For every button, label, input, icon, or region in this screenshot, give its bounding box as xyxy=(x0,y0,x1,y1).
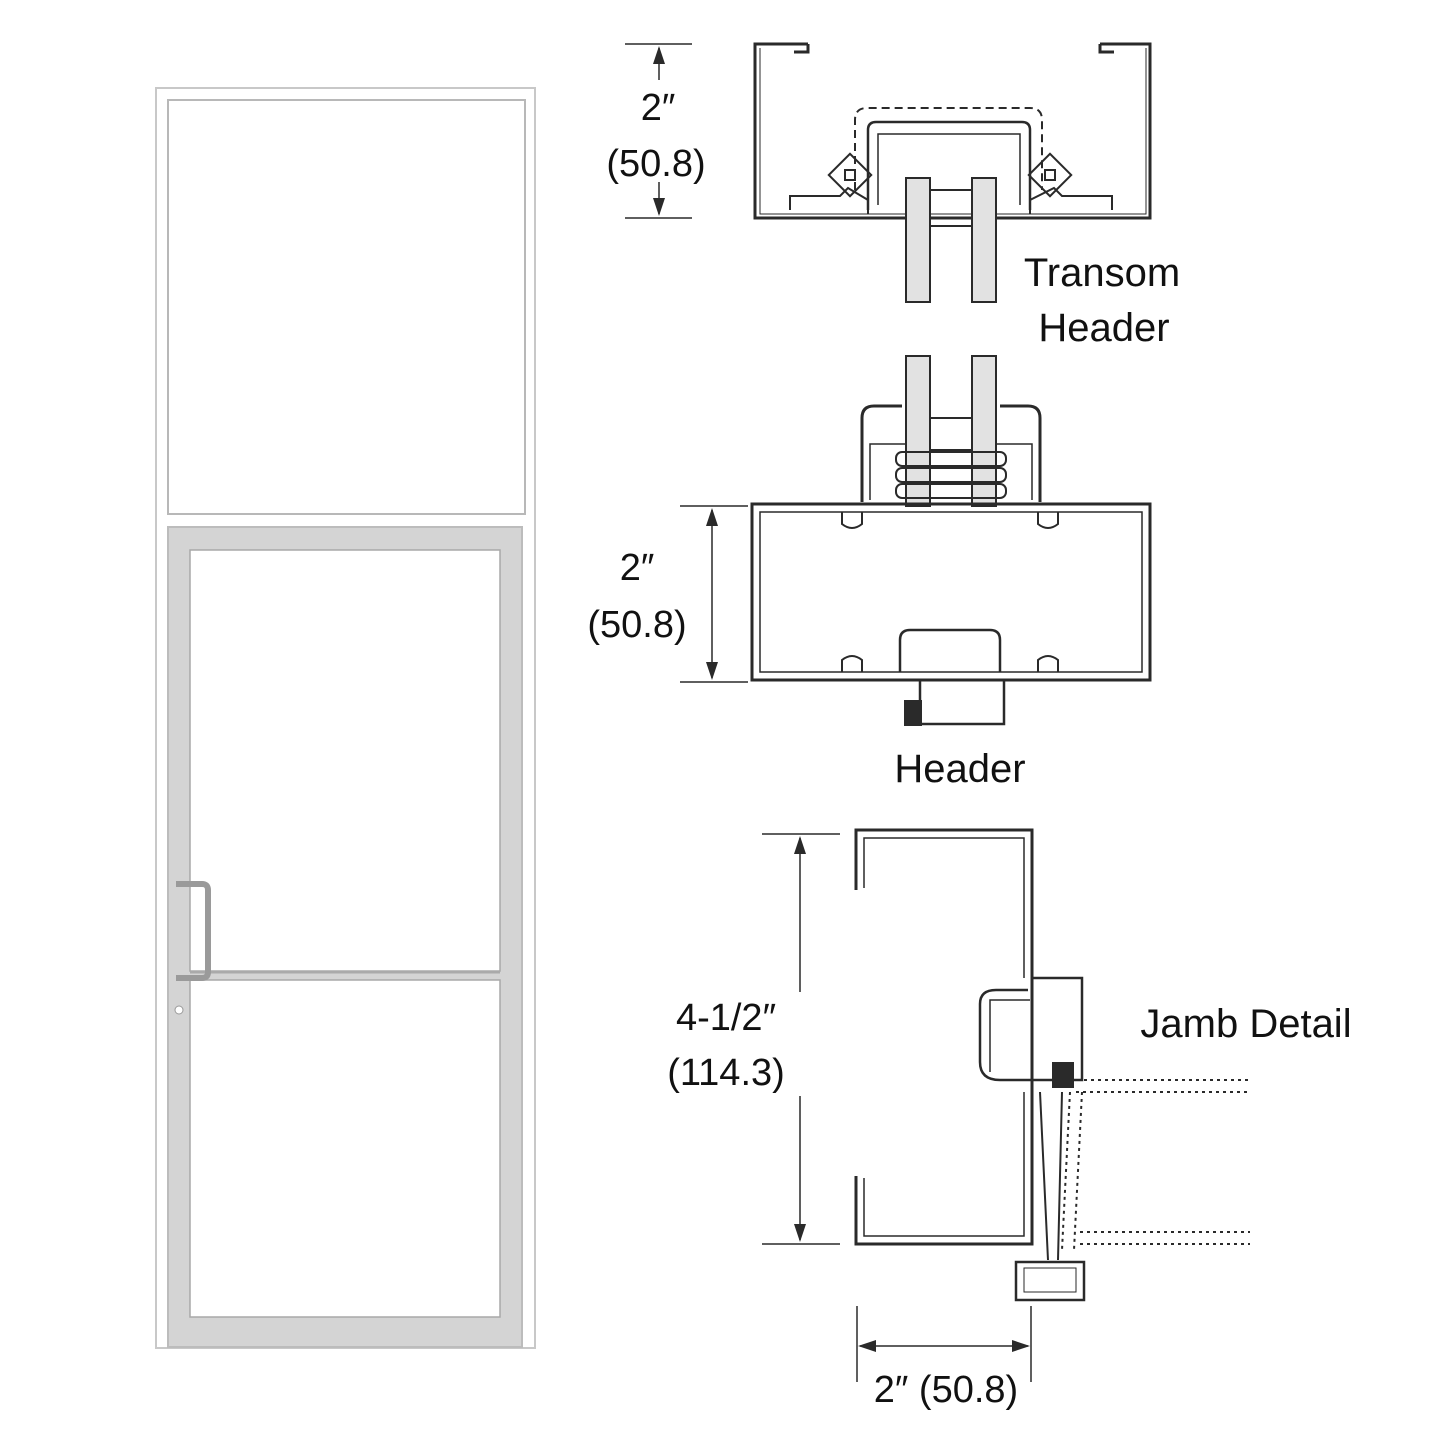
transom-dim-arrow-bottom xyxy=(653,198,665,216)
header-section xyxy=(680,355,1152,726)
header-dim-arrow-top xyxy=(706,508,718,526)
transom-channel-inner xyxy=(759,48,1147,215)
transom-glass-stop-inner xyxy=(877,133,1021,205)
door-handle xyxy=(176,881,211,981)
header-tube-inner xyxy=(759,511,1143,673)
transom-dim-mm: (50.8) xyxy=(606,143,705,185)
jamb-width-arrow-left xyxy=(858,1340,876,1352)
transom-dim-inches: 2″ xyxy=(641,87,676,129)
transom-caption-line1: Transom xyxy=(1024,251,1180,295)
header-door-stop xyxy=(898,628,1002,672)
jamb-stop-inner xyxy=(989,999,1030,1072)
header-dim-inches: 2″ xyxy=(620,547,655,589)
jamb-dim-mm: (114.3) xyxy=(667,1052,785,1094)
header-screw-splines xyxy=(841,512,1059,672)
lock-cylinder xyxy=(174,1005,184,1015)
header-glazing-pocket xyxy=(860,404,1042,502)
jamb-door-swing-dotted xyxy=(1061,1079,1250,1251)
transom-glass xyxy=(905,177,997,303)
jamb-dim-arrow-top xyxy=(794,836,806,854)
header-door-stop-leg xyxy=(918,680,1006,726)
transom-glass-stop xyxy=(866,120,1032,210)
header-tube xyxy=(750,502,1152,682)
jamb-dim-inches: 4-1/2″ xyxy=(676,997,776,1039)
jamb-channel-inner xyxy=(863,837,1025,1237)
transom-dim-arrow-top xyxy=(653,46,665,64)
jamb-dim-arrow-bottom xyxy=(794,1224,806,1242)
jamb-weatherstrip xyxy=(1052,1062,1074,1088)
jamb-caption: Jamb Detail xyxy=(1140,1002,1351,1046)
transom-dashed-stop xyxy=(854,107,1043,190)
transom-glazing-clip-left xyxy=(789,152,873,214)
jamb-stop xyxy=(978,976,1084,1082)
header-caption: Header xyxy=(894,747,1025,791)
door-glass-upper xyxy=(189,549,501,972)
header-dim-arrow-bottom xyxy=(706,662,718,680)
jamb-door-edge-cap-inner xyxy=(1023,1267,1077,1293)
door-elevation xyxy=(155,87,536,1349)
header-glazing-pocket-inner xyxy=(869,443,1033,500)
jamb-section xyxy=(762,828,1250,1382)
transom-header-section xyxy=(625,42,1152,303)
jamb-width-arrow-right xyxy=(1012,1340,1030,1352)
door-glass-lower xyxy=(189,979,501,1318)
transom-channel xyxy=(753,42,1152,220)
header-setting-block xyxy=(929,417,973,451)
jamb-channel xyxy=(854,828,1034,1246)
header-weatherstrip xyxy=(904,700,922,726)
header-gasket xyxy=(895,451,1007,499)
transom-panel xyxy=(167,99,526,515)
header-dim-mm: (50.8) xyxy=(587,604,686,646)
jamb-door-edge xyxy=(1039,1091,1063,1261)
jamb-width-label: 2″ (50.8) xyxy=(874,1369,1018,1411)
transom-glazing-clip-right xyxy=(1027,152,1113,214)
jamb-door-edge-cap xyxy=(1014,1260,1086,1302)
transom-caption-line2: Header xyxy=(1038,306,1169,350)
